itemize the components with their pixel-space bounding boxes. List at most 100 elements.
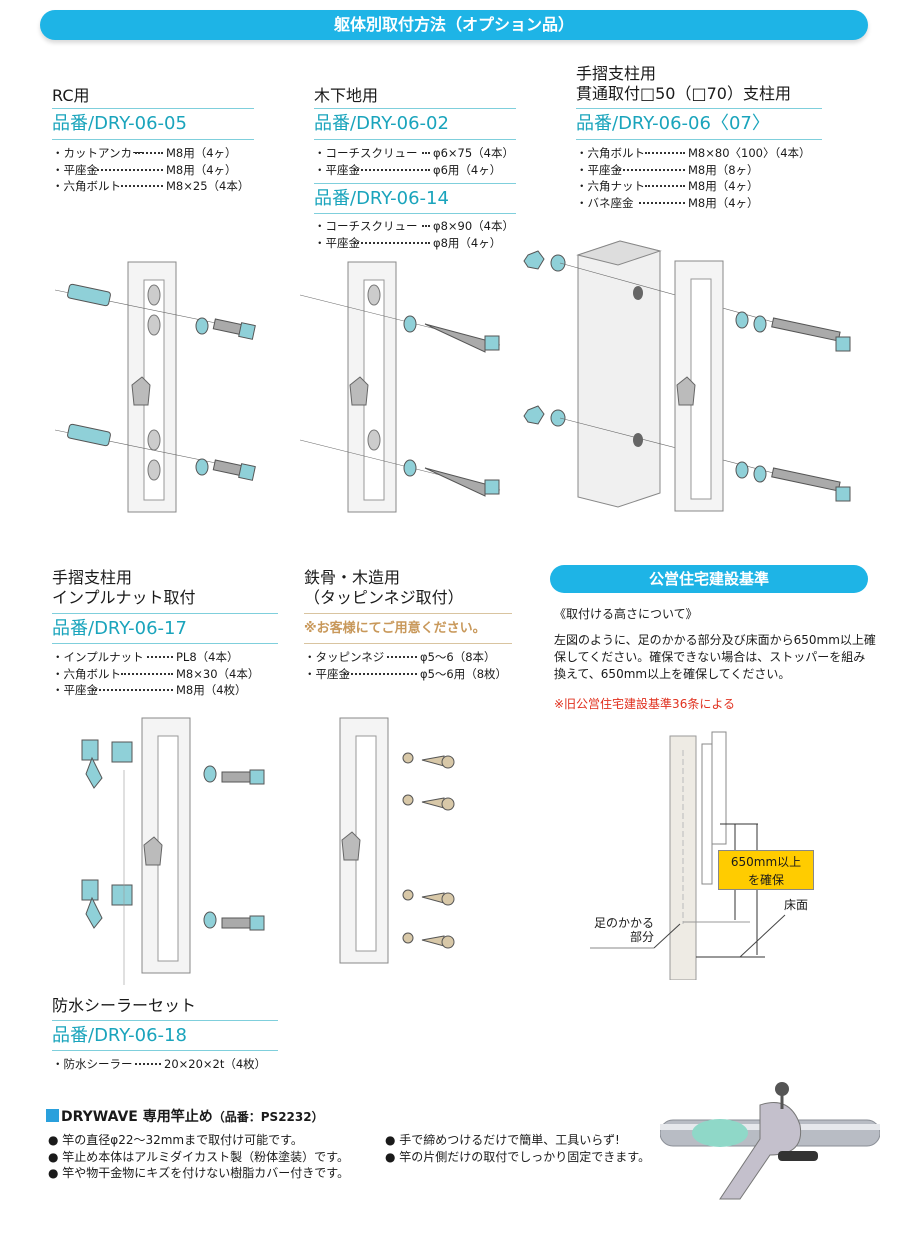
divider <box>576 139 822 140</box>
foothold-label: 足のかかる 部分 <box>586 916 654 944</box>
divider <box>52 613 278 614</box>
divider <box>52 1020 278 1021</box>
impl-title-line2: インプルナット取付 <box>52 588 196 607</box>
spec-value: M8×80〈100〉（4本） <box>688 146 811 160</box>
divider <box>314 139 516 140</box>
spec-value: 20×20×2t（4枚） <box>164 1057 267 1071</box>
sealer-title: 防水シーラーセット <box>52 996 197 1015</box>
spec-value: M8×30（4本） <box>176 666 260 681</box>
spec-name: ・コーチスクリュー <box>314 146 418 160</box>
section-header: 躯体別取付方法（オプション品） <box>40 10 868 40</box>
height-diagram: 650mm以上 を確保 床面 足のかかる 部分 <box>580 720 880 980</box>
spec-name: ・六角ボルト <box>52 179 121 193</box>
steel-title-line2: （タッピンネジ取付） <box>304 588 464 607</box>
spec-value: M8用（4ヶ） <box>688 195 759 210</box>
anchor-icon <box>54 283 251 471</box>
post-title-line2: 貫通取付□50（□70）支柱用 <box>576 84 791 103</box>
coach-screw-icon <box>403 315 500 497</box>
spec-value: M8用（4ヶ） <box>688 179 759 193</box>
standard-header: 公営住宅建設基準 <box>550 565 868 593</box>
spec-value: φ6用（4ヶ） <box>433 162 502 177</box>
sealer-part-number: 品番/DRY-06-18 <box>52 1025 187 1046</box>
box-line1: 650mm以上 <box>730 855 802 869</box>
spec-value: M8×25（4本） <box>166 179 250 193</box>
spec-value: M8用（8ヶ） <box>688 162 759 177</box>
floor-label: 床面 <box>784 898 809 912</box>
clamp-body <box>719 1102 802 1200</box>
clamp-bullets-left: ● 竿の直径φ22〜32mmまで取付け可能です。 ● 竿止め本体はアルミダイカス… <box>48 1132 349 1182</box>
divider <box>52 1050 278 1051</box>
spec-name: ・平座金 <box>314 162 360 177</box>
wood-part-number-a: 品番/DRY-06-02 <box>314 113 449 134</box>
spec-value: φ5〜6（8本） <box>420 650 496 664</box>
divider <box>304 613 512 614</box>
divider <box>314 183 516 184</box>
spec-name: ・防水シーラー <box>52 1057 133 1071</box>
rc-part-number: 品番/DRY-06-05 <box>52 113 187 134</box>
steel-title-line1: 鉄骨・木造用 <box>304 568 401 587</box>
pole-clamp-photo <box>660 1082 880 1200</box>
impl-install-illustration <box>81 717 265 985</box>
post-install-illustration <box>523 240 851 512</box>
sealer-spec-list: ・防水シーラー 20×20×2t（4枚） <box>52 1056 266 1073</box>
bracket-icon <box>701 743 713 885</box>
rc-install-illustration <box>54 261 256 513</box>
spec-value: φ5〜6用（8枚） <box>420 666 508 681</box>
clamp-part-number: （品番：PS2232） <box>212 1110 324 1124</box>
wood-install-illustration <box>300 261 501 513</box>
resin-cover <box>692 1119 748 1147</box>
box-line2: を確保 <box>747 873 784 887</box>
spec-name: ・インプルナット <box>52 650 144 664</box>
foothold-line1: 足のかかる <box>593 916 654 930</box>
clamp-bullets-right: ● 手で締めつけるだけで簡単、工具いらず! ● 竿の片側だけの取付でしっかり固定… <box>385 1132 650 1165</box>
spec-value: M8用（4ヶ） <box>166 162 237 177</box>
bracket-icon <box>339 717 389 964</box>
spec-name: ・平座金 <box>52 162 98 177</box>
customer-supply-note: ※お客様にてご用意ください。 <box>304 621 486 636</box>
clamp-heading: DRYWAVE 専用竿止め（品番：PS2232） <box>46 1106 324 1126</box>
foothold-line2: 部分 <box>629 930 654 944</box>
knob-icon <box>775 1082 789 1096</box>
spec-name: ・平座金 <box>314 235 360 250</box>
standard-subtitle: 《取付ける高さについて》 <box>554 607 698 621</box>
bolt-icon <box>195 317 256 481</box>
impl-part-number: 品番/DRY-06-17 <box>52 618 187 639</box>
steel-install-illustration <box>339 717 455 964</box>
tapping-screw-icon <box>402 752 455 949</box>
bracket-icon <box>674 260 724 512</box>
divider <box>314 108 516 109</box>
divider <box>304 643 512 644</box>
bullet-item: ● 竿の直径φ22〜32mmまで取付け可能です。 <box>48 1133 303 1147</box>
divider <box>52 108 254 109</box>
spec-name: ・平座金 <box>576 162 622 177</box>
bullet-item: ● 竿や物干金物にキズを付けない樹脂カバー付きです。 <box>48 1166 350 1180</box>
nut-icon <box>523 250 566 427</box>
spec-value: φ8用（4ヶ） <box>433 235 502 250</box>
divider <box>576 108 822 109</box>
spec-name: ・コーチスクリュー <box>314 219 418 233</box>
wood-title: 木下地用 <box>314 86 379 105</box>
spec-name: ・バネ座金 <box>576 195 634 210</box>
bullet-item: ● 手で締めつけるだけで簡単、工具いらず! <box>385 1133 620 1147</box>
standard-note: ※旧公営住宅建設基準36条による <box>554 697 735 711</box>
wood-part-number-b: 品番/DRY-06-14 <box>314 188 449 209</box>
divider <box>314 213 516 214</box>
spec-name: ・平座金 <box>52 683 98 697</box>
spec-value: PL8（4本） <box>176 650 239 664</box>
bracket-icon <box>141 717 191 974</box>
divider <box>52 139 254 140</box>
spec-name: ・カットアンカー <box>52 146 144 160</box>
impl-nut-icon <box>81 739 133 929</box>
standard-body: 左図のように、足のかかる部分及び床面から650mm以上確保してください。確保でき… <box>554 633 876 681</box>
bullet-item: ● 竿の片側だけの取付でしっかり固定できます。 <box>385 1149 651 1164</box>
spec-name: ・タッピンネジ <box>304 650 385 664</box>
post-title-line1: 手摺支柱用 <box>576 64 657 83</box>
square-post-icon <box>576 240 662 508</box>
bracket-icon <box>127 261 177 513</box>
rc-title: RC用 <box>52 86 90 105</box>
